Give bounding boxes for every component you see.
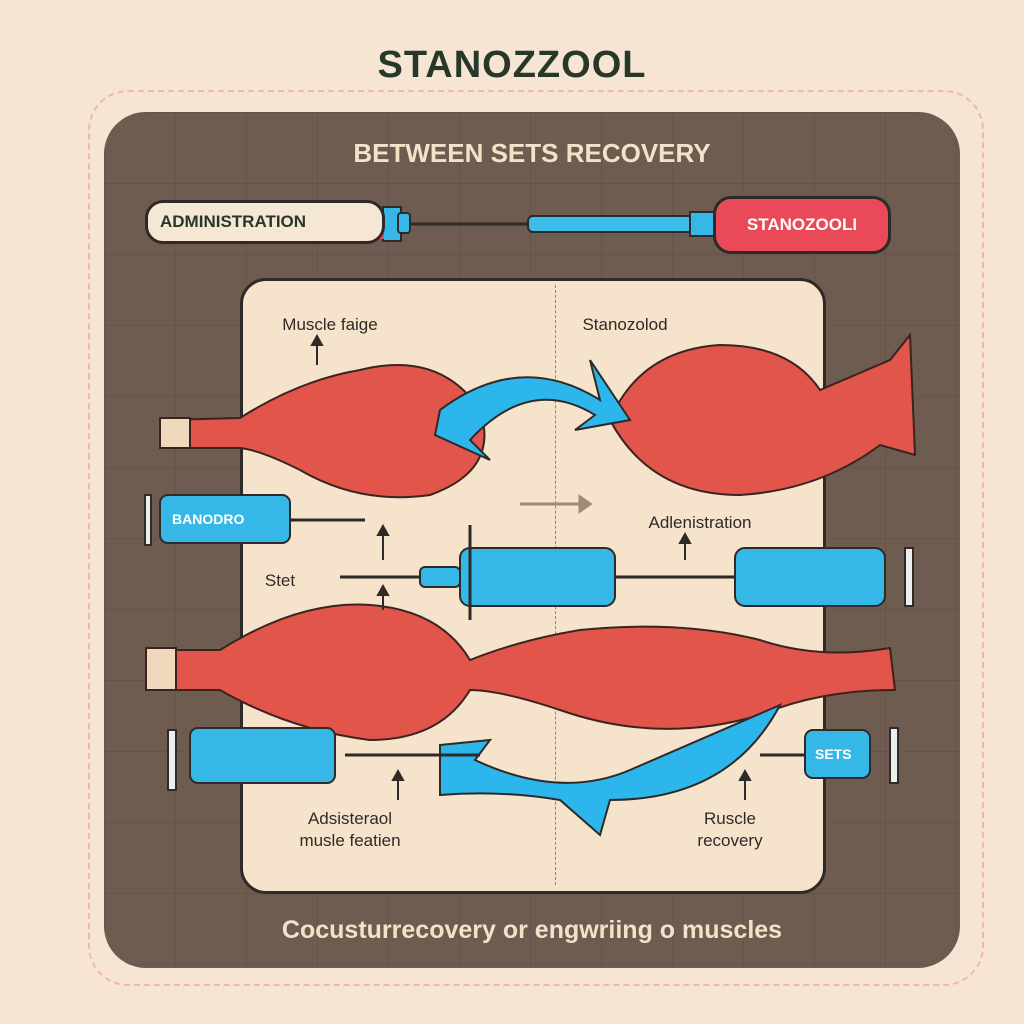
label-adsisteraol: Adsisteraol musle featien — [270, 808, 430, 852]
syringe-icon — [144, 494, 365, 546]
muscle-icon — [159, 364, 486, 499]
label-muscle-fatigue: Muscle faige — [282, 315, 378, 334]
label-ruscle-recovery: Ruscle recovery — [670, 808, 790, 852]
label-administration: Adlenistration — [648, 513, 752, 532]
stanozool-bar: STANOZOOLI — [713, 196, 891, 254]
label-line: Ruscle — [704, 809, 756, 828]
page-title: STANOZZOOL — [377, 44, 647, 86]
muscle-icon — [145, 603, 897, 742]
label-stet: Stet — [264, 571, 296, 590]
double-arrow-icon — [520, 494, 593, 514]
curved-arrow-icon — [439, 702, 783, 837]
syringe-icon — [340, 525, 914, 620]
syringe-icon — [167, 727, 480, 791]
syringe-label-banodro: BANODRO — [172, 511, 245, 527]
label-line: recovery — [697, 831, 763, 850]
syringe-icon — [760, 727, 899, 784]
label-stanozolod: Stanozolod — [582, 315, 668, 334]
label-line: musle featien — [299, 831, 401, 850]
up-arrow-icon — [310, 333, 752, 800]
subtitle: BETWEEN SETS RECOVERY — [353, 138, 711, 168]
footer-caption: Cocusturrecovery or engwriing o muscles — [281, 916, 783, 944]
muscle-icon — [608, 332, 917, 497]
syringe-label-sets: SETS — [815, 746, 852, 762]
administration-bar: ADMINISTRATION — [145, 200, 385, 244]
curved-arrow-icon — [433, 359, 632, 461]
outer-border — [88, 90, 984, 986]
label-line: Adsisteraol — [307, 809, 393, 828]
